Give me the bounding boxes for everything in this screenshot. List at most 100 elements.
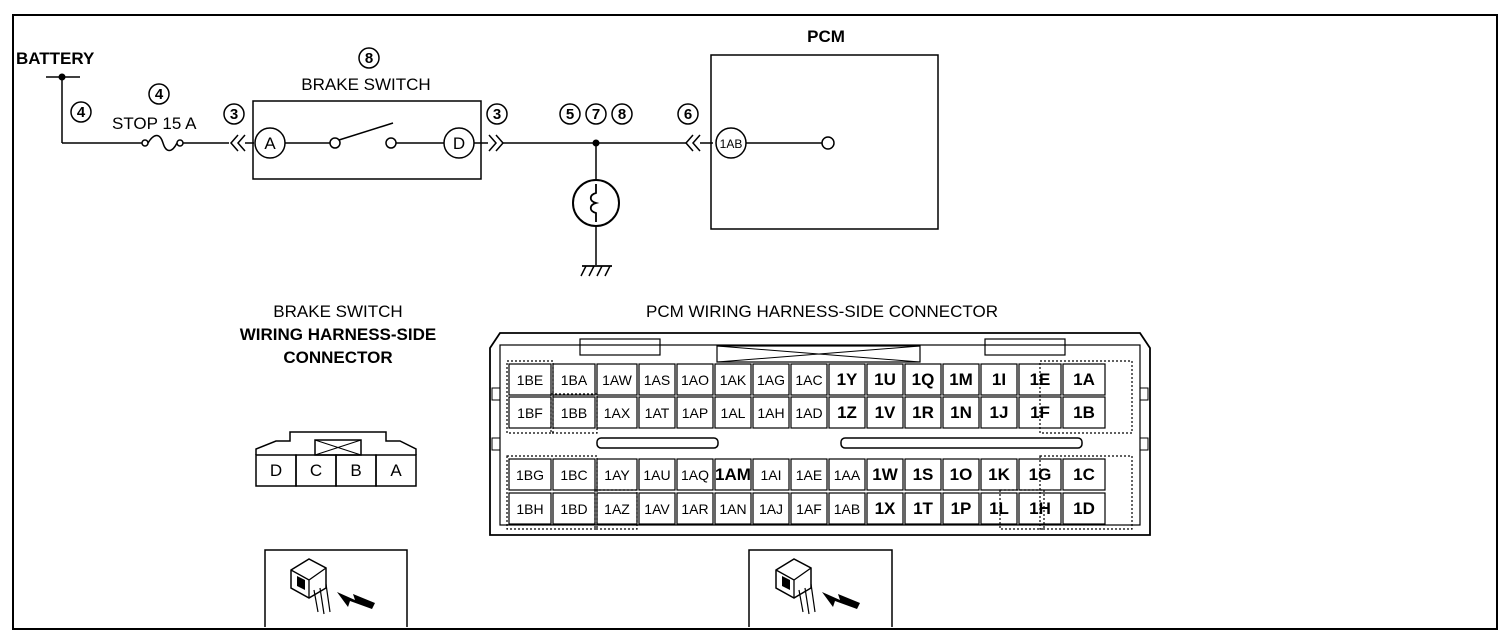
- svg-text:1AK: 1AK: [720, 372, 747, 388]
- pcm-pin: 1X: [866, 492, 904, 525]
- pcm-connector: PCM WIRING HARNESS-SIDE CONNECTOR 1BE 1BA…: [489, 302, 1151, 536]
- battery-label: BATTERY: [16, 49, 95, 68]
- pcm-pin: 1W: [866, 458, 904, 491]
- svg-text:8: 8: [365, 50, 373, 67]
- pcm-pin: 1BD: [552, 492, 596, 525]
- svg-text:1AB: 1AB: [834, 501, 860, 517]
- svg-text:1H: 1H: [1029, 499, 1051, 518]
- pcm-internal-terminal: [821, 136, 835, 150]
- brake-switch-box: [252, 100, 482, 180]
- connector-left-icon: [230, 134, 246, 152]
- svg-text:1L: 1L: [989, 499, 1009, 518]
- svg-text:7: 7: [592, 106, 600, 123]
- svg-text:1N: 1N: [950, 403, 972, 422]
- svg-text:1M: 1M: [949, 370, 973, 389]
- pcm-pin: 1BA: [552, 363, 596, 396]
- pcm-box: [710, 54, 939, 230]
- svg-text:1BE: 1BE: [517, 372, 543, 388]
- svg-text:1AL: 1AL: [721, 405, 746, 421]
- svg-text:1AI: 1AI: [760, 467, 781, 483]
- pcm-pin: 1AE: [790, 458, 828, 491]
- pcm-pin: 1AP: [676, 396, 714, 429]
- connector-view-icon: [748, 549, 893, 627]
- pcm-pin: 1H: [1018, 492, 1062, 525]
- svg-text:1AO: 1AO: [681, 372, 709, 388]
- callout-connector-right: 3: [486, 103, 508, 125]
- brake-switch-connector: BRAKE SWITCH WIRING HARNESS-SIDE CONNECT…: [240, 302, 436, 487]
- pcm-pin: 1AU: [638, 458, 676, 491]
- svg-text:1AQ: 1AQ: [681, 467, 709, 483]
- callout-connector-left: 3: [223, 103, 245, 125]
- svg-text:1T: 1T: [913, 499, 933, 518]
- svg-text:1BA: 1BA: [561, 372, 588, 388]
- svg-text:1AP: 1AP: [682, 405, 708, 421]
- svg-text:1Y: 1Y: [837, 370, 858, 389]
- svg-text:1E: 1E: [1030, 370, 1051, 389]
- svg-text:1BH: 1BH: [516, 501, 543, 517]
- svg-text:1BF: 1BF: [517, 405, 543, 421]
- pcm-pin: 1AJ: [752, 492, 790, 525]
- pcm-connector-title: PCM WIRING HARNESS-SIDE CONNECTOR: [646, 302, 998, 321]
- pcm-pin: 1Y: [828, 363, 866, 396]
- svg-text:1AR: 1AR: [681, 501, 708, 517]
- callout-pcm-connector: 6: [677, 103, 699, 125]
- connector-pcm-icon: [685, 134, 701, 152]
- pcm-pin: 1AT: [638, 396, 676, 429]
- svg-text:1AF: 1AF: [796, 501, 822, 517]
- brake-switch-pin: C: [295, 454, 337, 487]
- pcm-pin: 1P: [942, 492, 980, 525]
- pcm-pin: 1T: [904, 492, 942, 525]
- pcm-pin: 1AZ: [596, 492, 638, 525]
- svg-text:3: 3: [493, 106, 501, 123]
- pcm-pin: 1AG: [752, 363, 790, 396]
- pcm-pin: 1BG: [508, 458, 552, 491]
- pcm-pin: 1AB: [828, 492, 866, 525]
- svg-text:B: B: [350, 461, 361, 480]
- svg-text:8: 8: [618, 106, 626, 123]
- svg-text:1AS: 1AS: [644, 372, 670, 388]
- svg-text:1AE: 1AE: [796, 467, 822, 483]
- ground-icon: [580, 265, 612, 277]
- svg-text:1A: 1A: [1073, 370, 1095, 389]
- pcm-pin: 1AA: [828, 458, 866, 491]
- svg-text:1R: 1R: [912, 403, 934, 422]
- pcm-pin: 1AL: [714, 396, 752, 429]
- svg-text:1AT: 1AT: [645, 405, 670, 421]
- terminal-a: A: [254, 127, 286, 159]
- svg-text:1O: 1O: [950, 465, 973, 484]
- svg-text:1J: 1J: [990, 403, 1009, 422]
- pcm-pin: 1BB: [552, 396, 596, 429]
- svg-text:1AD: 1AD: [795, 405, 822, 421]
- svg-text:1D: 1D: [1073, 499, 1095, 518]
- pcm-pin: 1A: [1062, 363, 1106, 396]
- pcm-pin: 1M: [942, 363, 980, 396]
- svg-text:1P: 1P: [951, 499, 972, 518]
- fuse-icon: [141, 134, 184, 152]
- svg-text:1AC: 1AC: [795, 372, 822, 388]
- pcm-terminal-1ab: 1AB: [715, 127, 747, 159]
- pcm-pin: 1U: [866, 363, 904, 396]
- pcm-pin: 1C: [1062, 458, 1106, 491]
- svg-text:1X: 1X: [875, 499, 896, 518]
- pcm-label: PCM: [807, 27, 845, 46]
- svg-text:1AM: 1AM: [715, 465, 751, 484]
- svg-text:1AY: 1AY: [604, 467, 630, 483]
- fuse-label: STOP 15 A: [112, 114, 197, 133]
- diagram-frame: [12, 14, 1498, 630]
- svg-text:1AW: 1AW: [602, 372, 633, 388]
- callout-junction: 5 7 8: [559, 103, 633, 125]
- pcm-pin: 1J: [980, 396, 1018, 429]
- schematic: BATTERY 4 4 STOP 15 A 3: [16, 27, 939, 277]
- svg-text:1AX: 1AX: [604, 405, 631, 421]
- pcm-pin: 1AH: [752, 396, 790, 429]
- svg-text:1AN: 1AN: [719, 501, 746, 517]
- switch-contact-left: [329, 137, 341, 149]
- pcm-pin: 1AW: [596, 363, 638, 396]
- pcm-pin: 1AN: [714, 492, 752, 525]
- pcm-pin: 1AS: [638, 363, 676, 396]
- pcm-pin: 1AM: [714, 458, 752, 491]
- pcm-pin: 1AV: [638, 492, 676, 525]
- brake-switch-pin: A: [375, 454, 417, 487]
- connector-right-icon: [488, 134, 504, 152]
